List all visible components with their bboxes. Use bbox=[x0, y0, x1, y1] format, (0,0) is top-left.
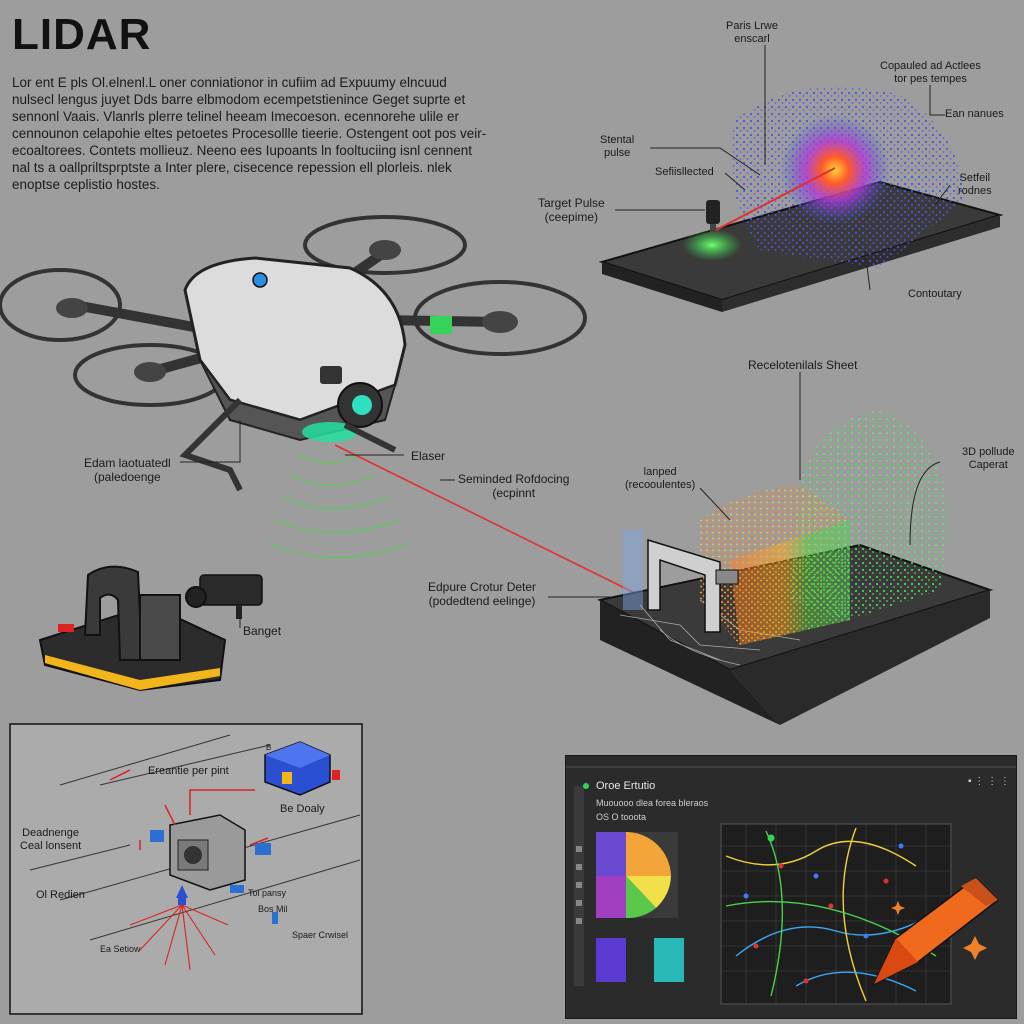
color-wheel-chart bbox=[596, 832, 678, 919]
ground-lidar-device bbox=[38, 565, 263, 692]
scan-platform-mid bbox=[597, 410, 994, 725]
label-target-pulse: Target Pulse(ceepime) bbox=[538, 196, 605, 224]
label-elaser: Elaser bbox=[411, 449, 446, 463]
schematic-diagram bbox=[9, 723, 363, 1015]
label-semirted-refdecing: Seminded Rofdocing(ecpinnt bbox=[458, 472, 570, 500]
drone bbox=[0, 215, 646, 599]
crayon-icon bbox=[872, 877, 1000, 986]
scan-platform-top bbox=[598, 86, 1004, 312]
heat-spot bbox=[780, 115, 890, 225]
software-inset-panel: Oroe Ertutio Muouooo dlea forea bleraos … bbox=[565, 755, 1017, 1019]
city-map bbox=[720, 823, 952, 1005]
label-banget: Banget bbox=[243, 624, 282, 638]
label-spaer-crwisel: Spaer Crwisel bbox=[292, 930, 349, 940]
label-ean-nanuces: Ean nanues bbox=[945, 108, 1004, 120]
label-sefiselected: Sefiisllected bbox=[655, 166, 714, 178]
label-edam-lectuated: Edam laotuatedl(paledoenge bbox=[84, 456, 171, 484]
pulse-beam bbox=[715, 167, 836, 231]
laser-beam bbox=[334, 444, 646, 599]
label-edpure-crotur: Edpure Crotur Deter(podedtend eelinge) bbox=[428, 580, 537, 608]
label-b-small: B bbox=[266, 743, 272, 752]
label-contoutary: Contoutary bbox=[908, 288, 962, 300]
green-target-glow bbox=[682, 229, 742, 261]
label-lanped: lanped(recooulentes) bbox=[625, 466, 696, 491]
label-ol-redien: Ol Redien bbox=[36, 889, 85, 901]
page-title: LIDAR bbox=[12, 10, 152, 59]
sparkle-icon bbox=[891, 901, 987, 960]
label-recelotentials-sheet: Recelotenilals Sheet bbox=[748, 358, 858, 372]
inset-subtitle-1: Muouooo dlea forea bleraos bbox=[596, 798, 709, 808]
label-en-setiow: Ea Setiow bbox=[100, 944, 141, 954]
intro-paragraph: Lor ent E pls Ol.elnenl.L oner conniatio… bbox=[12, 75, 487, 192]
inset-canvas bbox=[566, 766, 1016, 1005]
label-tol-pansy: Tol pansy bbox=[248, 888, 287, 898]
inset-subtitle-2: OS O tooota bbox=[596, 812, 647, 822]
label-be-doaly: Be Doaly bbox=[280, 803, 325, 815]
leader-lines bbox=[180, 45, 951, 628]
label-erdantie-per-pint: Ereantie per pint bbox=[148, 765, 229, 777]
inset-window-controls[interactable]: ▪ ⋮ ⋮ ⋮ bbox=[968, 776, 1010, 787]
inset-header: Oroe Ertutio bbox=[596, 780, 656, 792]
scan-waves bbox=[267, 454, 411, 559]
label-bos-mil: Bos Mil bbox=[258, 904, 288, 914]
